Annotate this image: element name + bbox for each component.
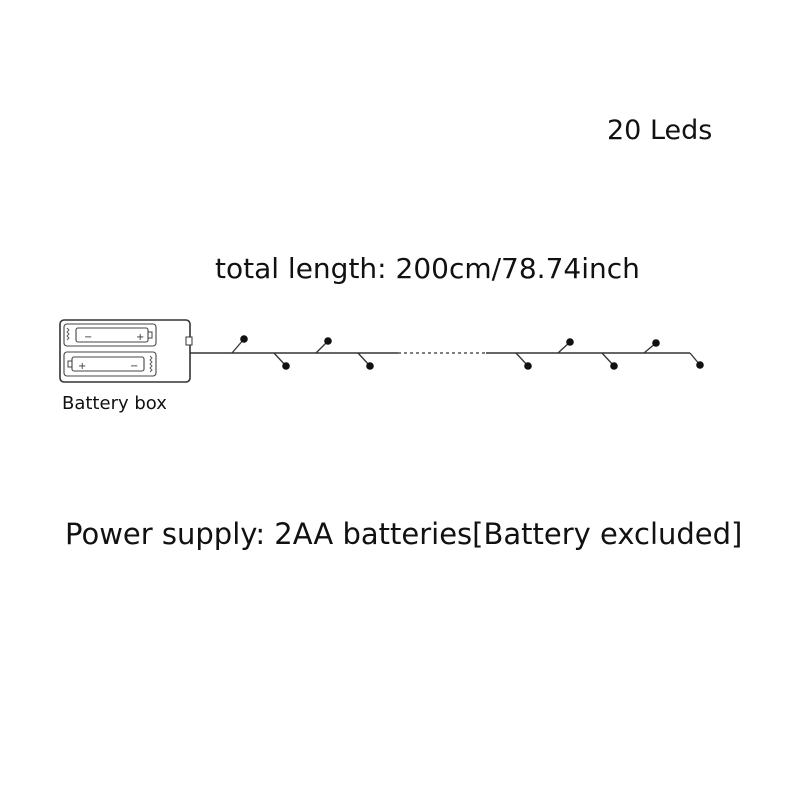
led-bulb-icon xyxy=(524,362,532,370)
led-group-left xyxy=(231,335,374,370)
led-bulb-icon xyxy=(282,362,290,370)
battery-bottom-right-sign: − xyxy=(130,361,138,372)
battery-cell-top-slot xyxy=(63,323,157,347)
spring-icon xyxy=(66,327,70,341)
battery-box-switch xyxy=(185,336,193,346)
battery-box: − + + − xyxy=(59,319,193,383)
battery-top-left-sign: − xyxy=(84,332,92,343)
battery-top-terminal xyxy=(147,331,153,339)
battery-cell-top: − + xyxy=(63,323,157,347)
power-supply-label: Power supply: 2AA batteries[Battery excl… xyxy=(65,517,743,551)
battery-box-outline xyxy=(59,319,191,383)
led-bulb-icon xyxy=(652,339,660,347)
led-bulb-icon xyxy=(610,362,618,370)
battery-top-right-sign: + xyxy=(136,332,144,343)
battery-bottom-body xyxy=(71,356,145,372)
led-bulb-icon xyxy=(566,338,574,346)
led-count-label: 20 Leds xyxy=(607,115,713,146)
spring-icon xyxy=(149,355,153,373)
led-bulb-icon xyxy=(696,361,704,369)
led-bulb-icon xyxy=(324,337,332,345)
battery-cell-bottom-slot xyxy=(63,351,157,377)
led-bulb-icon xyxy=(240,335,248,343)
led-group-right xyxy=(515,338,704,370)
battery-bottom-left-sign: + xyxy=(78,361,86,372)
battery-box-label: Battery box xyxy=(62,393,167,414)
led-bulb-icon xyxy=(366,362,374,370)
battery-cell-bottom: + − xyxy=(63,351,157,377)
total-length-label: total length: 200cm/78.74inch xyxy=(215,252,640,285)
